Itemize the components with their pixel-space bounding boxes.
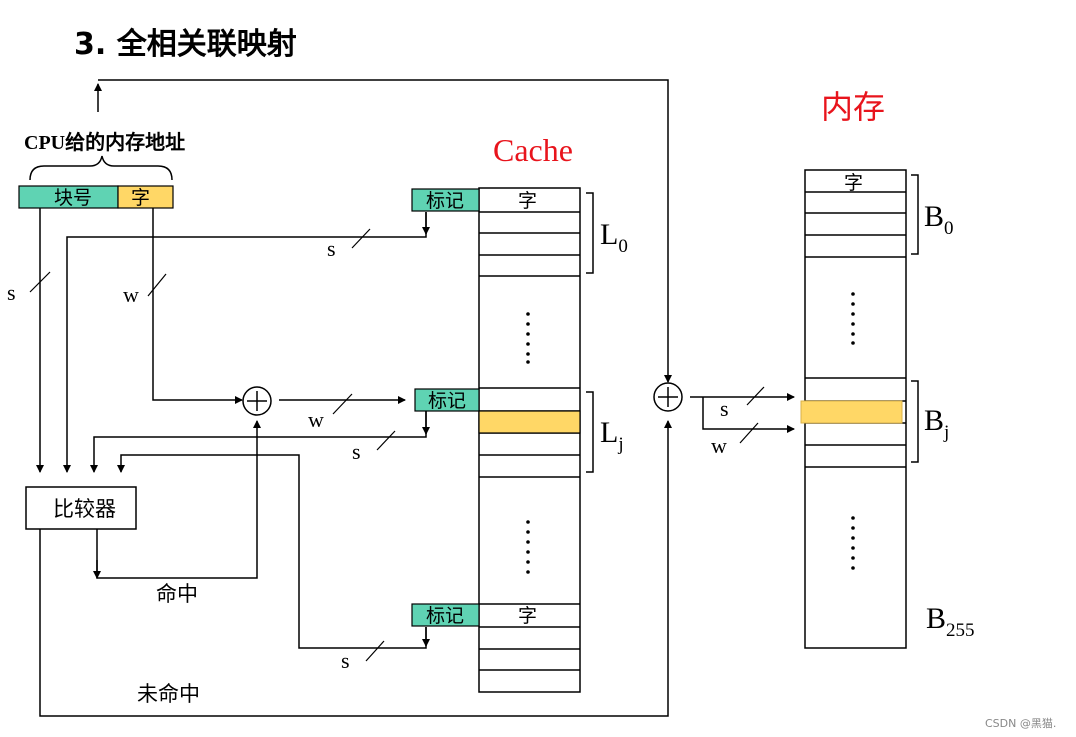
address-brace [29,155,173,181]
memory-w-line [702,397,795,433]
memory-ellipsis-lower [851,516,855,570]
memory-blockj-label: Bj [924,404,949,443]
memory-highlighted-word [800,400,903,424]
cache-line0-label: L0 [600,218,628,257]
memory-s-slash [746,386,765,406]
cache-outline [478,187,581,693]
hit-label: 命中 [156,582,198,606]
tag-top-s-slash [351,228,371,249]
block-s-label: s [7,280,16,305]
word-w-line [152,208,243,404]
tag-top-s-label: s [327,236,336,261]
block-s-slash [29,271,51,293]
tag-bottom-s-slash [365,640,385,662]
word-w-label: w [123,282,139,307]
comparator-label: 比较器 [53,497,116,521]
cache-tag-middle-label: 标记 [428,390,466,412]
memory-w-slash [739,422,759,444]
memory-s-label: s [720,396,729,421]
tag-bottom-to-compare-line [117,454,427,649]
miss-line [39,420,672,717]
cache-word-bottom-label: 字 [518,605,537,627]
adder-w-slash [332,393,353,415]
hit-line [96,420,261,579]
memory-word-top-label: 字 [844,172,863,194]
cache-tag-bottom [411,603,480,627]
adder-w-label: w [308,407,324,432]
comparator-box [25,486,137,530]
memory-block0-bracket [911,174,919,255]
memory-row-lines [805,191,906,468]
tag-middle-to-compare-line [90,411,427,473]
tag-top-to-compare-line [63,212,427,473]
cache-tag-bottom-label: 标记 [426,605,464,627]
tag-bottom-s-label: s [341,648,350,673]
cache-linej-bracket [586,391,594,473]
memory-title: 内存 [821,89,885,125]
block-number-label: 块号 [54,187,92,209]
cache-line0-bracket [586,192,594,274]
cache-tag-top-label: 标记 [426,190,464,212]
cache-linej-label: Lj [600,416,624,455]
word-w-slash [147,273,167,297]
cache-tag-middle [414,388,480,412]
memory-block0-label: B0 [924,200,954,239]
tag-middle-s-slash [376,430,396,451]
cache-tag-top [411,188,480,212]
miss-label: 未命中 [137,682,200,706]
cache-highlighted-word [478,410,581,434]
watermark: CSDN @黑猫. [985,717,1056,730]
memory-blockj-bracket [911,380,919,463]
top-feedback-line [98,79,672,383]
cache-ellipsis-upper [526,312,530,364]
word-field-label: 字 [131,187,150,209]
cache-row-lines [479,211,580,671]
page-title: 3. 全相关联映射 [74,27,297,62]
word-field [117,185,174,209]
address-caption: CPU给的内存地址 [24,130,185,154]
cache-word-top-label: 字 [518,190,537,212]
cache-title: Cache [493,132,573,168]
memory-ellipsis-upper [851,292,855,345]
cache-ellipsis-lower [526,520,530,574]
tag-middle-s-label: s [352,439,361,464]
memory-block255-label: B255 [926,602,975,641]
memory-w-label: w [711,433,727,458]
